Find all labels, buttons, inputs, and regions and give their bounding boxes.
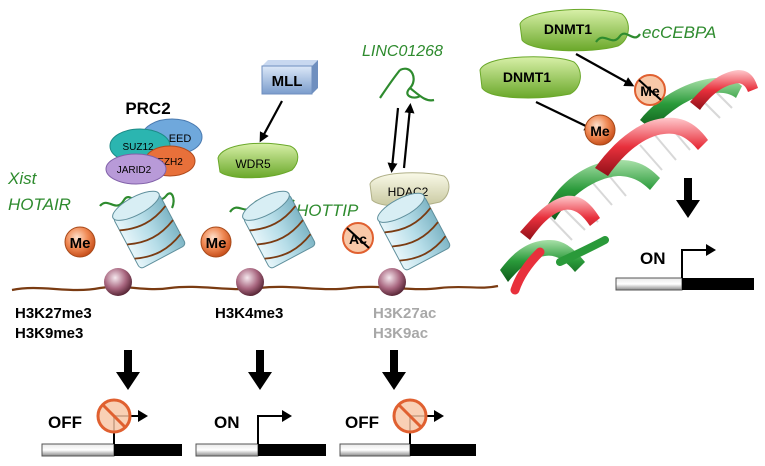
state-label-dnmt: ON (640, 249, 666, 268)
promoter-arrow-icon (681, 249, 708, 278)
histone-ball-prc2 (104, 268, 132, 296)
arrow-down-icon (387, 107, 400, 173)
hotair-label: HOTAIR (8, 195, 71, 214)
svg-text:Me: Me (70, 235, 91, 252)
wdr5-subunit (217, 142, 299, 179)
me-blocked-badge: Me (634, 74, 666, 106)
promoter-arrow-icon (257, 415, 284, 444)
mark-h3k9ac: H3K9ac (373, 325, 428, 342)
gene-state-mll: ON (195, 410, 326, 457)
histone-ball-hdac (378, 268, 406, 296)
arrow-up-icon (402, 103, 415, 169)
gene-bar (114, 444, 182, 456)
state-label-hdac: OFF (345, 413, 379, 432)
gene-bar (410, 444, 476, 456)
me-badge-mll (200, 226, 232, 258)
state-label-mll: ON (214, 413, 240, 432)
me-badge-dnmt (584, 114, 616, 146)
mark-h3k27ac: H3K27ac (373, 305, 436, 322)
ecCEBPA-label: ecCEBPA (642, 23, 716, 42)
nucleosome-icon (112, 190, 186, 269)
promoter-bar (339, 443, 411, 457)
arrow-down-icon (248, 350, 272, 390)
arrow-down-icon (575, 53, 635, 87)
prohibited-icon (96, 398, 132, 434)
promoter-bar (195, 443, 259, 457)
mll-group: MLL WDR5 HOTTIP Me H3K4me3 (200, 60, 359, 322)
suz12-label: SUZ12 (122, 142, 154, 153)
eed-label: EED (169, 133, 192, 145)
dnmt-group: DNMT1 ecCEBPA DNMT1 Me Me (479, 8, 716, 146)
prc2-title: PRC2 (125, 99, 170, 118)
xist-label: Xist (7, 169, 38, 188)
arrow-down-icon (382, 350, 406, 390)
outcome-arrows (116, 178, 700, 390)
jarid2-subunit (105, 153, 167, 185)
jarid2-label: JARID2 (117, 165, 152, 176)
gene-state-prc2: OFF (41, 398, 182, 457)
hdac-group: LINC01268 HDAC2 Ac H3K27ac H3K9ac (342, 43, 451, 342)
mll-label: MLL (272, 73, 303, 90)
me-badge-prc2 (64, 226, 96, 258)
gene-bar (682, 278, 754, 290)
ezh2-label: EZH2 (157, 157, 183, 168)
arrow-down-icon (116, 350, 140, 390)
gene-state-hdac: OFF (339, 398, 476, 457)
dna-helix (500, 70, 758, 295)
prohibited-icon (392, 398, 428, 434)
arrow-down-icon (535, 101, 595, 131)
nucleosome-icon (377, 192, 451, 271)
dnmt1-enzyme-top (519, 8, 629, 52)
promoter-bar (615, 277, 683, 291)
nucleosome-icon (242, 190, 316, 269)
svg-text:Me: Me (590, 123, 610, 139)
mark-h3k4me3: H3K4me3 (215, 305, 283, 322)
gene-state-dnmt: ON (615, 244, 754, 291)
svg-text:Me: Me (206, 235, 227, 252)
promoter-bar (41, 443, 115, 457)
ecCEBPA-lncrna (595, 32, 641, 43)
dnmt1-label-top: DNMT1 (544, 21, 592, 37)
arrow-down-icon (676, 178, 700, 218)
arrow-down-icon (259, 100, 283, 143)
gene-bar (258, 444, 326, 456)
wdr5-label: WDR5 (235, 157, 271, 171)
linc01268-label: LINC01268 (362, 43, 443, 60)
dnmt1-label-bottom: DNMT1 (503, 69, 551, 85)
mark-h3k9me3: H3K9me3 (15, 325, 83, 342)
hottip-label: HOTTIP (296, 201, 359, 220)
mark-h3k27me3: H3K27me3 (15, 305, 92, 322)
dnmt1-enzyme-bottom (479, 56, 581, 99)
ac-blocked-badge: Ac (342, 222, 374, 254)
histone-ball-mll (236, 268, 264, 296)
mll-box: MLL (261, 60, 318, 95)
state-label-prc2: OFF (48, 413, 82, 432)
prc2-group: PRC2 EED SUZ12 EZH2 JARID2 Xist HOTAIR M… (7, 99, 203, 342)
hdac-lncrna (379, 67, 435, 102)
